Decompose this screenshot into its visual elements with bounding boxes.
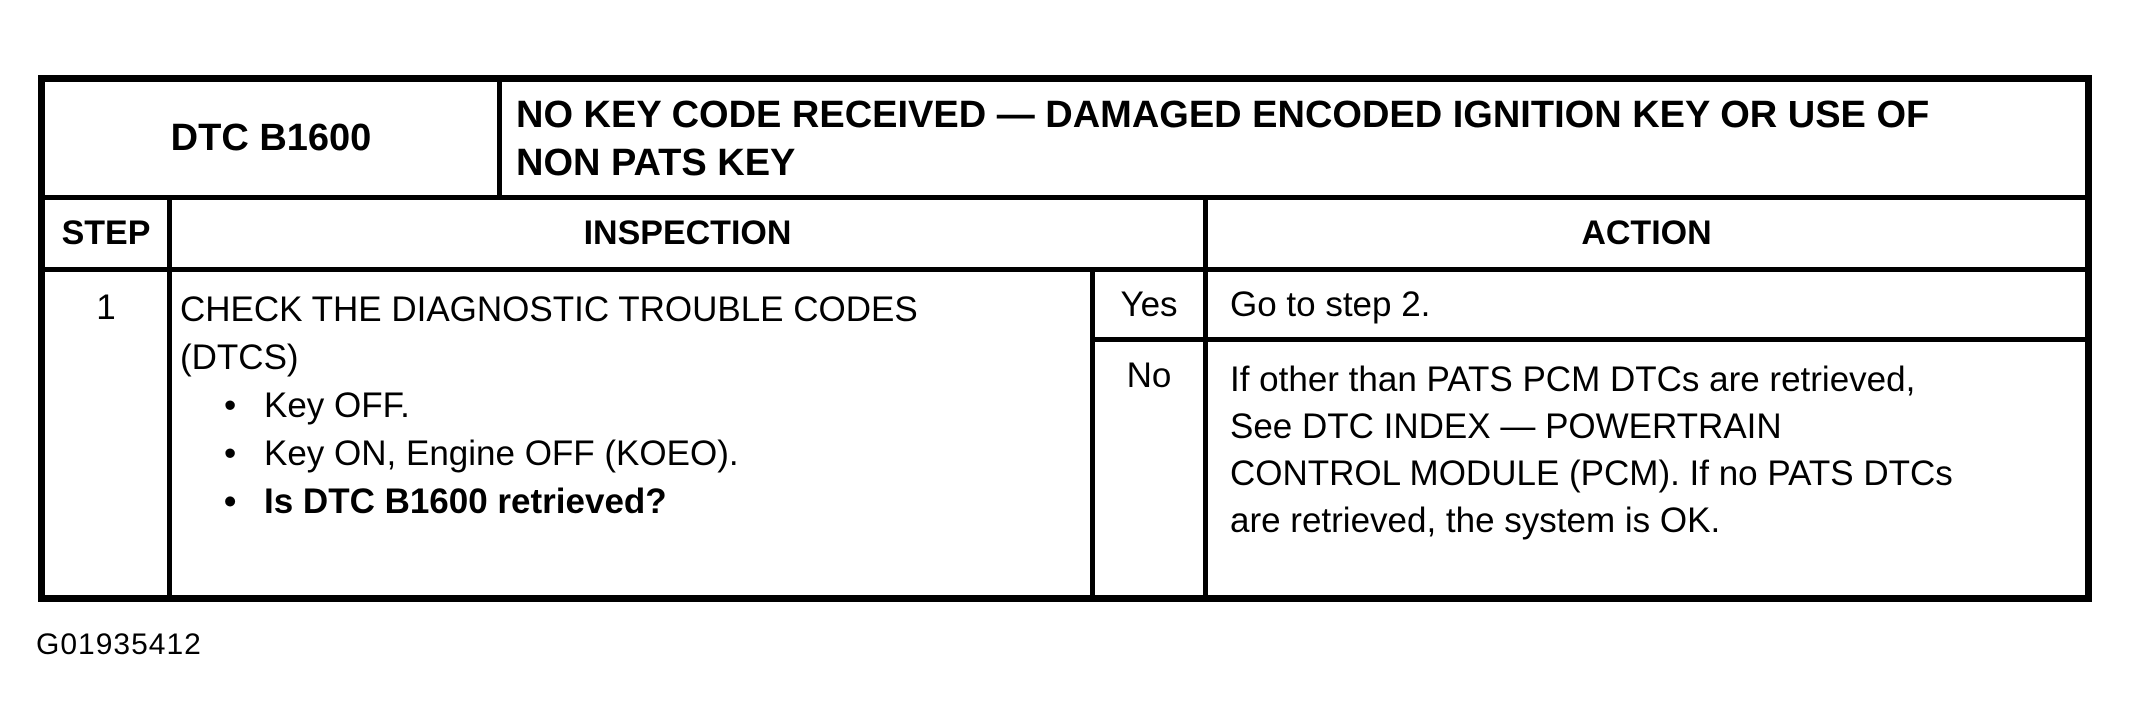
dtc-description-cell: NO KEY CODE RECEIVED — DAMAGED ENCODED I… (502, 82, 2085, 195)
action-no-line-2: See DTC INDEX — POWERTRAIN (1230, 407, 1782, 446)
dtc-description-line-1: NO KEY CODE RECEIVED — DAMAGED ENCODED I… (516, 93, 1930, 136)
dtc-title-row: DTC B1600 NO KEY CODE RECEIVED — DAMAGED… (45, 82, 2085, 200)
action-no-line-3: CONTROL MODULE (PCM). If no PATS DTCs (1230, 454, 1953, 493)
dtc-code-cell: DTC B1600 (45, 82, 502, 195)
bullet-text: Key OFF. (264, 386, 410, 425)
step-column-header: STEP (45, 200, 172, 267)
bullet-icon: • (224, 482, 237, 521)
action-column-header: ACTION (1581, 214, 1712, 252)
bullet-icon: • (224, 386, 237, 425)
answer-no-cell: No (1095, 342, 1208, 595)
outcome-row-yes: Yes Go to step 2. (1095, 272, 2085, 342)
list-item: • Is DTC B1600 retrieved? (180, 478, 1080, 526)
figure-id-label: G01935412 (36, 628, 202, 661)
bullet-icon: • (224, 434, 237, 473)
action-yes-cell: Go to step 2. (1208, 272, 2085, 337)
outcomes-column: Yes Go to step 2. No If other than PATS … (1095, 272, 2085, 595)
list-item: • Key OFF. (180, 382, 1080, 430)
dtc-pinpoint-test-table: DTC B1600 NO KEY CODE RECEIVED — DAMAGED… (38, 75, 2092, 602)
inspection-heading-line-2: (DTCS) (180, 338, 299, 377)
action-no-line-1: If other than PATS PCM DTCs are retrieve… (1230, 360, 1916, 399)
outcome-row-no: No If other than PATS PCM DTCs are retri… (1095, 342, 2085, 595)
bullet-text: Key ON, Engine OFF (KOEO). (264, 434, 739, 473)
list-item: • Key ON, Engine OFF (KOEO). (180, 430, 1080, 478)
column-header-row: STEP INSPECTION ACTION (45, 200, 2085, 272)
dtc-description-line-2: NON PATS KEY (516, 141, 796, 184)
table-row: 1 CHECK THE DIAGNOSTIC TROUBLE CODES (DT… (45, 272, 2085, 595)
action-no-cell: If other than PATS PCM DTCs are retrieve… (1208, 342, 2085, 595)
answer-yes-cell: Yes (1095, 272, 1208, 337)
inspection-cell: CHECK THE DIAGNOSTIC TROUBLE CODES (DTCS… (172, 272, 1095, 595)
step-number-cell: 1 (45, 272, 172, 595)
action-yes-text: Go to step 2. (1230, 285, 1431, 324)
inspection-column-header: INSPECTION (172, 200, 1208, 267)
action-no-line-4: are retrieved, the system is OK. (1230, 501, 1721, 540)
inspection-heading-line-1: CHECK THE DIAGNOSTIC TROUBLE CODES (180, 290, 918, 329)
bullet-text-question: Is DTC B1600 retrieved? (264, 482, 667, 521)
